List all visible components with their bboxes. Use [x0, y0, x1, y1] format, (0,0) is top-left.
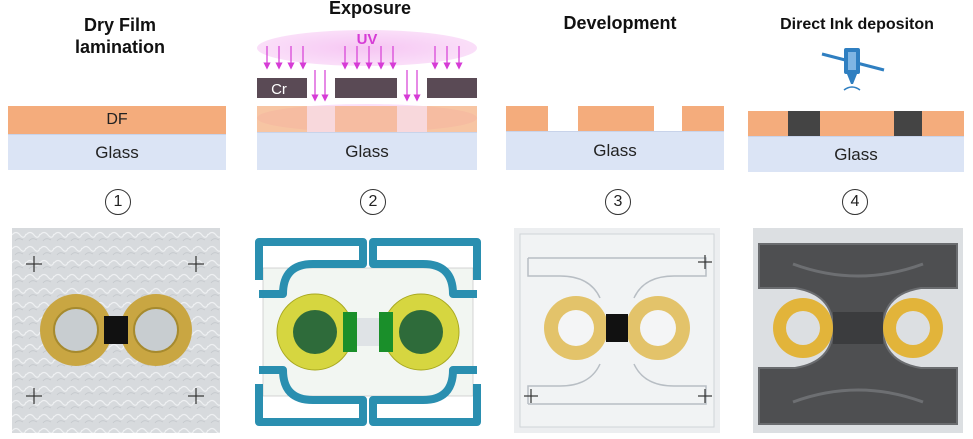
title-direct-ink-deposition: Direct Ink depositon — [780, 16, 934, 33]
exposed-region-left — [307, 106, 335, 132]
step-number-1: 1 — [105, 189, 131, 215]
photo-developed-sample — [514, 228, 720, 433]
uv-glow — [257, 30, 477, 66]
ink-fill-right — [894, 111, 922, 136]
developed-film-right — [682, 106, 724, 131]
glass-label-4: Glass — [834, 144, 878, 164]
glass-substrate-2: Glass — [257, 132, 477, 170]
chrome-mask-left — [257, 78, 307, 98]
step-number-2: 2 — [360, 189, 386, 215]
glass-substrate-4: Glass — [748, 136, 964, 172]
title-dry-film-lamination: Dry Film lamination — [40, 14, 200, 58]
dry-film-layer-2 — [257, 106, 477, 132]
uv-arrows-top — [263, 46, 463, 70]
glass-label-2: Glass — [345, 141, 389, 161]
title-line-2: lamination — [74, 37, 165, 57]
glass-substrate-3: Glass — [506, 131, 724, 170]
developed-film-left — [506, 106, 548, 131]
glass-substrate-1: Glass — [8, 134, 226, 170]
exposed-region-right — [397, 106, 427, 132]
uv-exposure-diagram: UV Cr — [257, 30, 477, 132]
chrome-mask-right — [427, 78, 477, 98]
photo-dry-film-sample — [12, 228, 220, 433]
mask-layout-drawing — [253, 234, 483, 430]
df-label: DF — [106, 111, 128, 128]
step-number-3: 3 — [605, 189, 631, 215]
title-exposure: Exposure — [328, 0, 412, 18]
dry-film-layer: DF — [8, 106, 226, 134]
step-number-4: 4 — [842, 189, 868, 215]
title-line-1: Dry Film — [83, 15, 157, 35]
chrome-mask-middle — [335, 78, 397, 98]
glass-label-3: Glass — [593, 141, 637, 160]
glass-label-1: Glass — [95, 142, 139, 162]
photo-ink-deposited-sample — [753, 228, 963, 433]
chrome-mask-label: Cr — [271, 81, 287, 98]
ink-fill-left — [788, 111, 820, 136]
uv-label: UV — [357, 31, 378, 48]
developed-film-middle — [578, 106, 654, 131]
uv-arrows-through-mask — [311, 70, 421, 102]
ink-dispenser-icon — [821, 48, 885, 91]
film-layer-4 — [748, 111, 964, 136]
title-development: Development — [563, 13, 677, 33]
